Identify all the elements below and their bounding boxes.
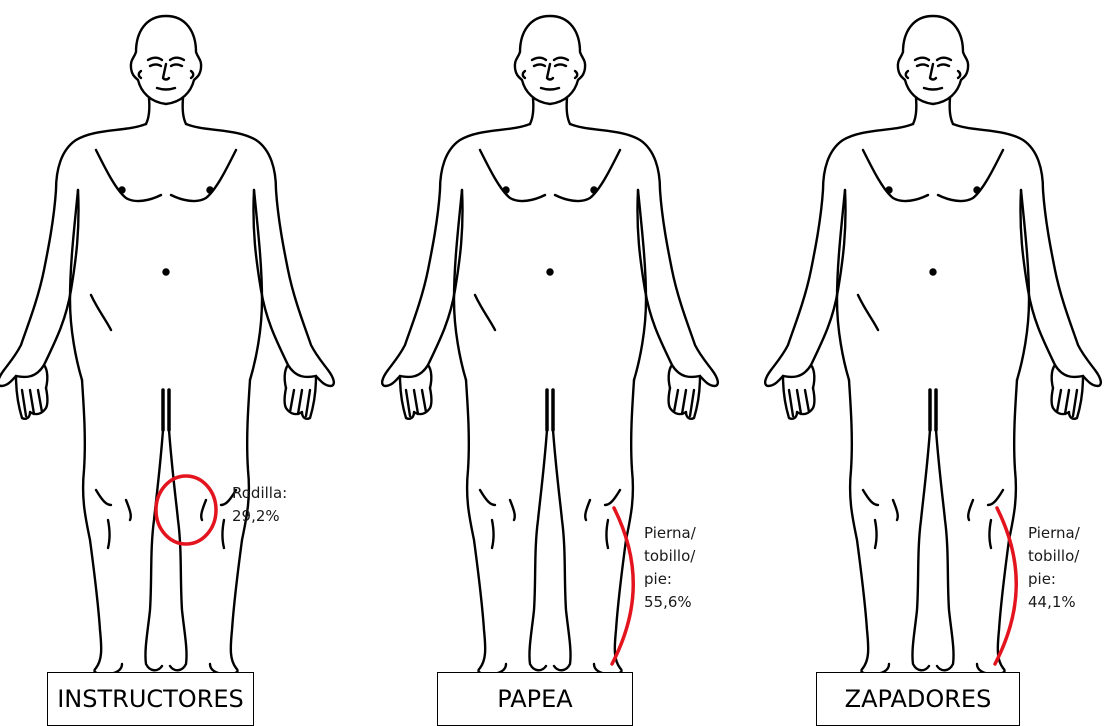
annotation-instructores: Rodilla: 29,2% bbox=[232, 482, 287, 528]
group-label-papea: PAPEA bbox=[437, 672, 633, 726]
annotation-line: 55,6% bbox=[644, 591, 696, 614]
body-figure-instructores bbox=[0, 16, 334, 674]
group-label-instructores: INSTRUCTORES bbox=[47, 672, 254, 726]
annotation-line: tobillo/ bbox=[644, 545, 696, 568]
annotation-zapadores: Pierna/ tobillo/ pie: 44,1% bbox=[1028, 522, 1080, 614]
annotation-line: pie: bbox=[1028, 568, 1080, 591]
knee-injury-circle-marker bbox=[156, 476, 216, 544]
group-label-zapadores: ZAPADORES bbox=[816, 672, 1020, 726]
annotation-line: 29,2% bbox=[232, 505, 287, 528]
annotation-line: pie: bbox=[644, 568, 696, 591]
annotation-line: Rodilla: bbox=[232, 482, 287, 505]
annotation-line: tobillo/ bbox=[1028, 545, 1080, 568]
annotation-line: Pierna/ bbox=[644, 522, 696, 545]
annotation-line: Pierna/ bbox=[1028, 522, 1080, 545]
annotation-papea: Pierna/ tobillo/ pie: 55,6% bbox=[644, 522, 696, 614]
annotation-line: 44,1% bbox=[1028, 591, 1080, 614]
